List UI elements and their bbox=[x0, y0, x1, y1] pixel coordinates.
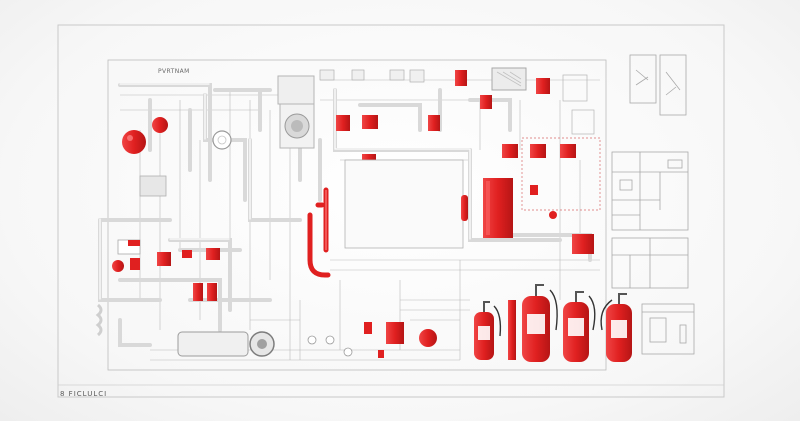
fire-extinguisher-1 bbox=[474, 301, 502, 360]
red-square-valve bbox=[206, 248, 220, 260]
red-device-4 bbox=[455, 70, 467, 86]
red-device-1 bbox=[336, 115, 350, 131]
red-device-2 bbox=[362, 115, 378, 129]
alarm-bell-upper bbox=[152, 117, 168, 133]
small-box-b bbox=[351, 69, 365, 81]
red-dot-right bbox=[549, 211, 557, 219]
red-module-2 bbox=[530, 144, 546, 158]
red-module-3 bbox=[560, 144, 576, 158]
fan-unit bbox=[277, 75, 315, 149]
red-riser-pipe bbox=[307, 187, 331, 278]
title-block bbox=[641, 303, 695, 355]
control-panel-small bbox=[139, 175, 167, 197]
alarm-bell-lower bbox=[419, 329, 437, 347]
gauge-row bbox=[307, 335, 353, 357]
panel-red-tag bbox=[128, 240, 140, 246]
fire-extinguisher-4 bbox=[600, 293, 632, 362]
misc-panel-right bbox=[562, 74, 595, 135]
red-device-5 bbox=[480, 95, 492, 109]
corner-mark: 8 FICLULCI bbox=[60, 390, 108, 398]
small-box-d bbox=[409, 69, 425, 83]
central-grid-panel bbox=[344, 159, 464, 249]
red-connector bbox=[182, 250, 192, 258]
red-valve-lower bbox=[364, 322, 372, 334]
red-pole bbox=[508, 300, 516, 360]
alarm-bell-left bbox=[122, 130, 146, 154]
red-block-left-2 bbox=[130, 258, 140, 270]
air-handler bbox=[491, 67, 527, 91]
valve-red-left bbox=[112, 260, 124, 272]
gauge-dial-left bbox=[212, 130, 232, 150]
red-device-3 bbox=[428, 115, 440, 131]
fire-extinguisher-2 bbox=[522, 284, 558, 362]
fire-extinguisher-3 bbox=[563, 291, 596, 362]
red-pump-right bbox=[572, 234, 594, 254]
piping-highlight bbox=[99, 83, 471, 300]
floor-plan-upper bbox=[611, 151, 689, 231]
small-box-a bbox=[319, 69, 335, 81]
dashed-zone bbox=[521, 137, 601, 211]
red-valve-pair-2 bbox=[207, 283, 217, 301]
red-block-left bbox=[157, 252, 171, 266]
outer-frame bbox=[57, 24, 725, 398]
red-valve-pair bbox=[193, 283, 203, 301]
red-cylinder-small bbox=[461, 195, 468, 221]
red-box-lower bbox=[386, 322, 404, 344]
red-sensor-right bbox=[530, 185, 538, 195]
inner-frame bbox=[107, 59, 607, 371]
floor-plan-lower bbox=[611, 237, 689, 289]
legend-box-top-right bbox=[629, 54, 687, 116]
red-device-6 bbox=[536, 78, 550, 94]
small-box-c bbox=[389, 69, 405, 81]
piping-network bbox=[98, 83, 592, 347]
pump-motor bbox=[177, 331, 275, 357]
red-module-1 bbox=[502, 144, 518, 158]
red-tag-lower bbox=[378, 350, 384, 358]
sheet-title: PVRTNAM bbox=[158, 68, 190, 75]
hose-coil bbox=[95, 303, 103, 337]
